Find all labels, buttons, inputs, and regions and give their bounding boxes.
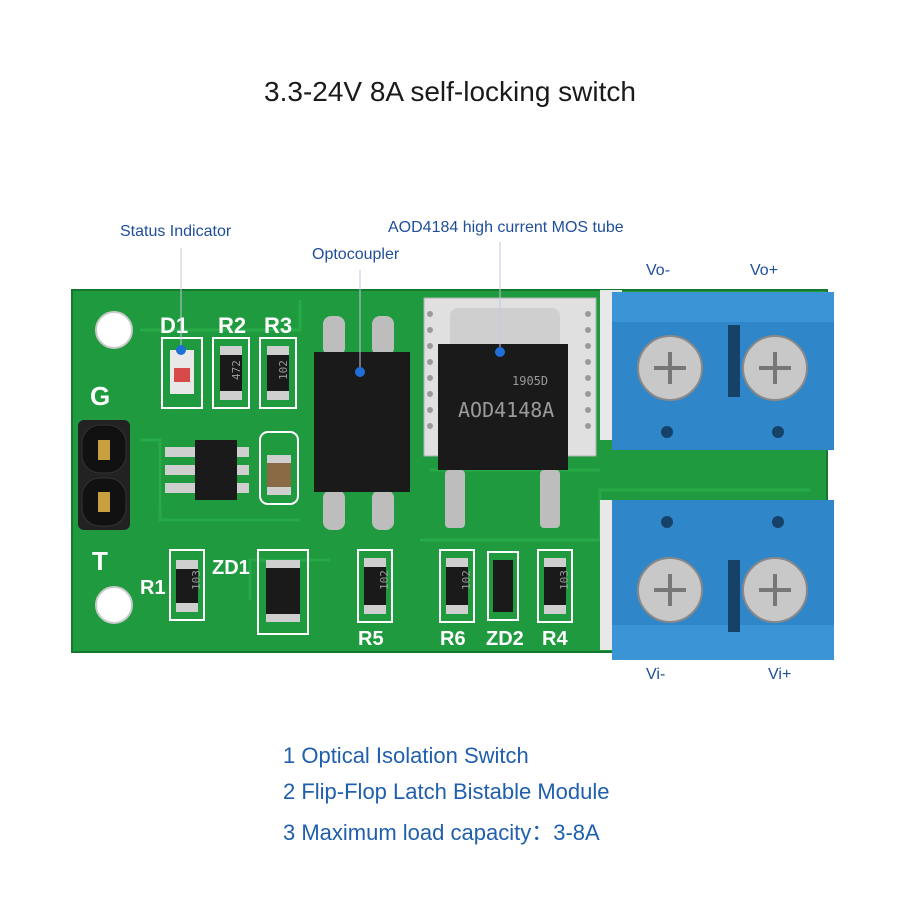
silk-r2: R2 xyxy=(218,313,246,338)
svg-text:102: 102 xyxy=(378,570,391,590)
zener-zd1 xyxy=(257,549,309,635)
callout-pointers xyxy=(176,242,505,377)
mos-tube: 1905D AOD4148A xyxy=(423,297,597,528)
terminal-label-vi-plus: Vi+ xyxy=(768,666,792,683)
mos-part-marking: AOD4148A xyxy=(458,398,554,422)
terminal-block-input xyxy=(600,500,834,660)
feature-item: 2 Flip-Flop Latch Bistable Module xyxy=(283,779,610,804)
callout-status-indicator: Status Indicator xyxy=(120,223,232,240)
silk-r4: R4 xyxy=(542,628,568,650)
resistor-r3: 102 xyxy=(267,346,290,400)
optocoupler-chip xyxy=(314,316,410,530)
silk-zd1: ZD1 xyxy=(212,557,250,579)
svg-text:102: 102 xyxy=(277,360,290,380)
resistor-r4: 103 xyxy=(537,549,573,623)
silk-zd2: ZD2 xyxy=(486,628,524,650)
feature-item: 1 Optical Isolation Switch xyxy=(283,743,529,768)
terminal-block-output xyxy=(600,290,834,450)
resistor-r2: 472 xyxy=(220,346,243,400)
terminal-label-vi-minus: Vi- xyxy=(646,666,666,683)
silk-r6: R6 xyxy=(440,628,466,650)
silk-t: T xyxy=(92,546,108,576)
resistor-r6: 102 xyxy=(439,549,475,623)
resistor-r1: 103 xyxy=(169,549,205,621)
capacitor xyxy=(259,431,299,505)
svg-text:103: 103 xyxy=(558,570,571,590)
header-pins xyxy=(78,420,130,530)
svg-text:472: 472 xyxy=(230,360,243,380)
silk-r1: R1 xyxy=(140,577,166,599)
svg-text:102: 102 xyxy=(460,570,473,590)
silk-g: G xyxy=(90,381,110,411)
silk-r3: R3 xyxy=(264,313,292,338)
silk-d1: D1 xyxy=(160,313,188,338)
svg-text:103: 103 xyxy=(190,570,203,590)
product-title: 3.3-24V 8A self-locking switch xyxy=(264,76,636,107)
mounting-hole xyxy=(95,311,133,349)
ic-chip xyxy=(165,440,249,500)
terminal-label-vo-plus: Vo+ xyxy=(750,262,779,279)
resistor-r5: 102 xyxy=(357,549,393,623)
silk-r5: R5 xyxy=(358,628,384,650)
led-outline xyxy=(161,337,203,409)
callout-optocoupler: Optocoupler xyxy=(312,246,400,263)
mos-date-code: 1905D xyxy=(512,374,548,388)
feature-item: 3 Maximum load capacity：3-8A xyxy=(283,820,600,845)
zener-zd2 xyxy=(487,551,519,621)
mounting-hole xyxy=(95,586,133,624)
terminal-label-vo-minus: Vo- xyxy=(646,262,671,279)
callout-mos-tube: AOD4184 high current MOS tube xyxy=(388,219,624,236)
